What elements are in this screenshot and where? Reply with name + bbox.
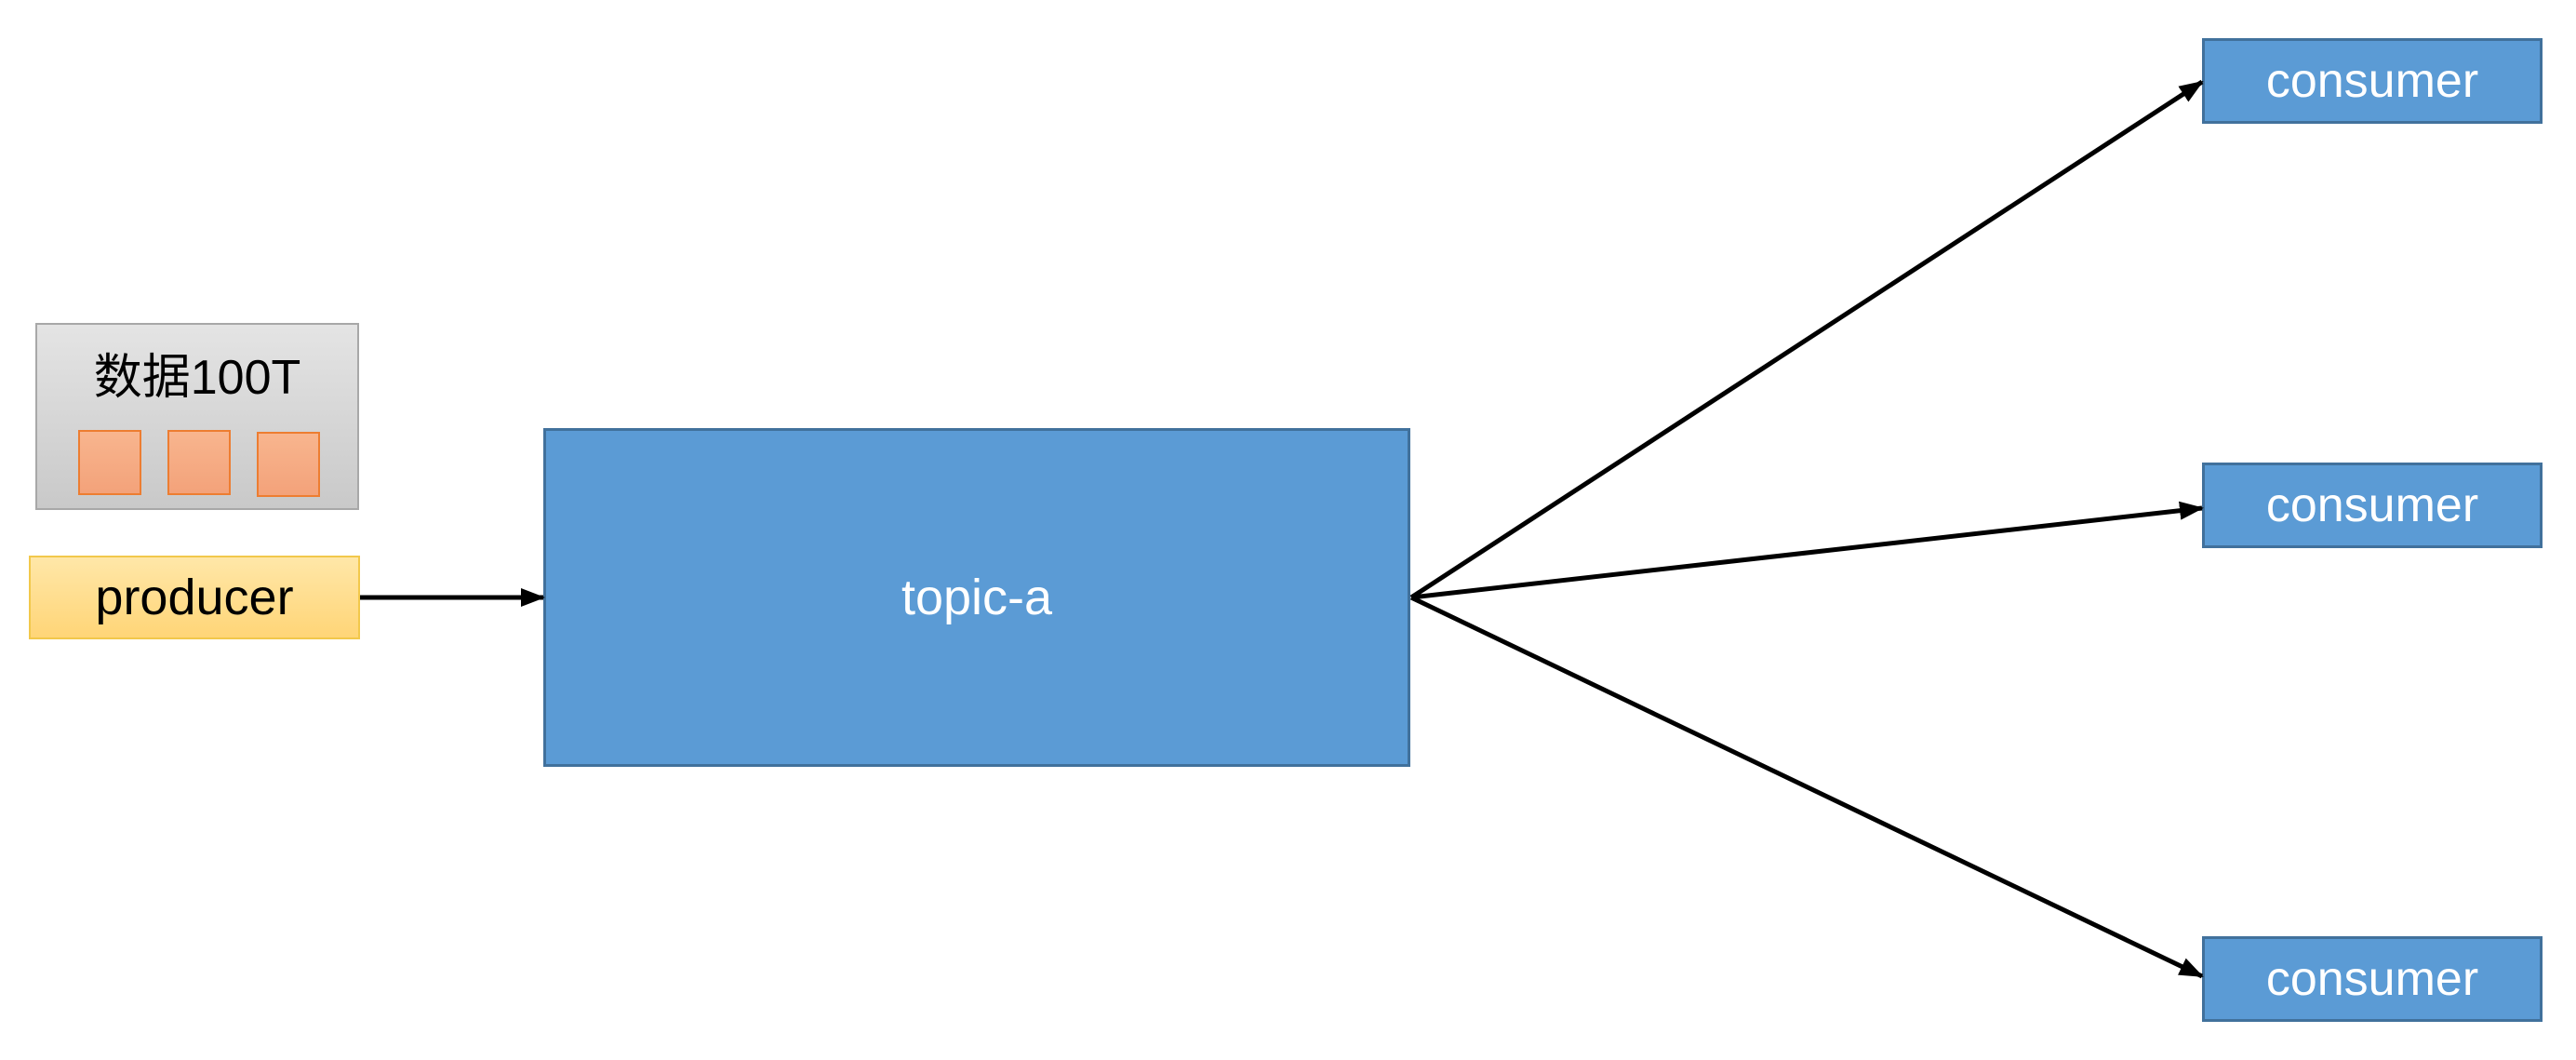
consumer-box-1: consumer [2202,38,2543,124]
producer-box: producer [29,556,360,639]
consumer-label: consumer [2265,952,2479,1006]
data-chunk [78,430,141,495]
consumer-box-2: consumer [2202,463,2543,548]
data-store-box: 数据100T [35,323,359,510]
topic-label: topic-a [901,570,1053,625]
producer-label: producer [95,570,294,625]
data-chunk [167,430,231,495]
topic-to-consumer-2-arrow [1410,501,2204,600]
data-store-label: 数据100T [93,351,301,405]
data-chunk [257,432,320,497]
consumer-label: consumer [2265,478,2479,532]
consumer-label: consumer [2265,54,2479,108]
topic-box: topic-a [543,428,1410,767]
topic-to-consumer-1-arrow [1409,79,2204,600]
consumer-box-3: consumer [2202,936,2543,1022]
topic-to-consumer-3-arrow [1409,595,2204,979]
